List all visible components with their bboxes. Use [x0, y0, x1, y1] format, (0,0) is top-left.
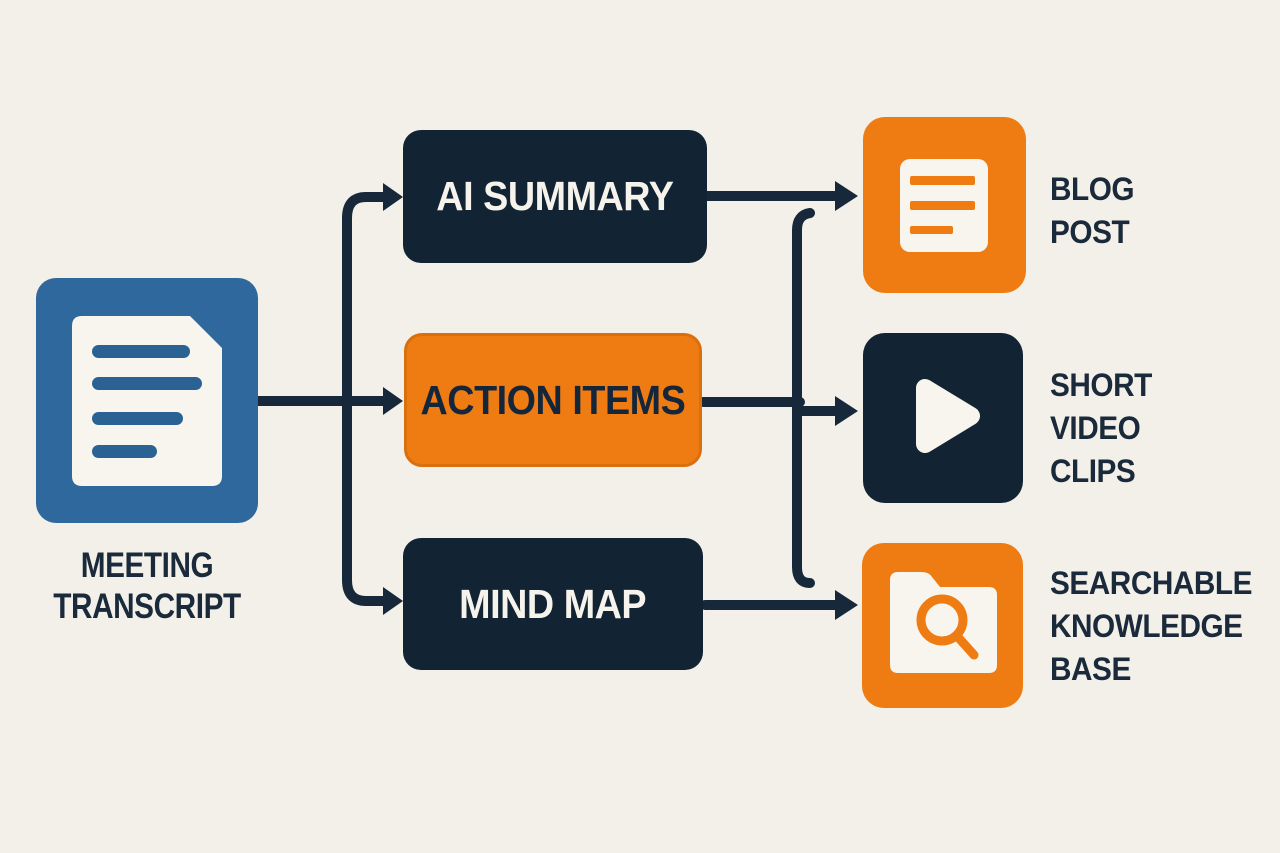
stage-ai-summary: AI SUMMARY: [403, 130, 707, 263]
arrowhead-to-action-items: [383, 387, 403, 415]
blog-post-label-line1: BLOG: [1050, 171, 1135, 207]
meeting-transcript-label: MEETING TRANSCRIPT: [7, 545, 287, 627]
short-video-clips-label-line3: CLIPS: [1050, 453, 1136, 489]
knowledge-base-label: SEARCHABLE KNOWLEDGE BASE: [1050, 562, 1267, 691]
play-icon: [916, 379, 980, 453]
arrow-transcript-branch: [342, 192, 375, 606]
stage-mind-map: MIND MAP: [403, 538, 703, 670]
short-video-clips-label-line2: VIDEO: [1050, 410, 1141, 446]
arrowhead-to-knowledge-base: [835, 590, 858, 620]
arrowhead-to-short-video: [835, 396, 858, 426]
meeting-transcript-label-line2: TRANSCRIPT: [53, 587, 241, 626]
stage-ai-summary-label: AI SUMMARY: [436, 173, 674, 219]
knowledge-base-label-line2: KNOWLEDGE: [1050, 608, 1243, 644]
stage-action-items-label: ACTION ITEMS: [420, 376, 686, 423]
arrowhead-to-blog-post: [835, 181, 858, 211]
meeting-transcript-icon: [36, 278, 258, 523]
stage-mind-map-label: MIND MAP: [459, 580, 647, 627]
arrow-action-vertical-hooks: [792, 208, 815, 588]
short-video-clips-icon: [863, 333, 1023, 503]
short-video-clips-label: SHORT VIDEO CLIPS: [1050, 364, 1160, 493]
knowledge-base-icon: [862, 543, 1023, 708]
blog-post-label-line2: POST: [1050, 214, 1130, 250]
folder-search-icon: [890, 572, 997, 673]
knowledge-base-label-line1: SEARCHABLE: [1050, 565, 1253, 601]
article-icon: [900, 159, 988, 252]
blog-post-label: BLOG POST: [1050, 168, 1140, 254]
short-video-clips-label-line1: SHORT: [1050, 367, 1152, 403]
blog-post-icon: [863, 117, 1026, 293]
stage-action-items: ACTION ITEMS: [404, 333, 702, 467]
knowledge-base-label-line3: BASE: [1050, 651, 1131, 687]
meeting-transcript-label-line1: MEETING: [80, 546, 214, 585]
document-icon: [72, 315, 222, 486]
arrowhead-to-ai-summary: [383, 183, 403, 211]
arrowhead-to-mind-map: [383, 587, 403, 615]
